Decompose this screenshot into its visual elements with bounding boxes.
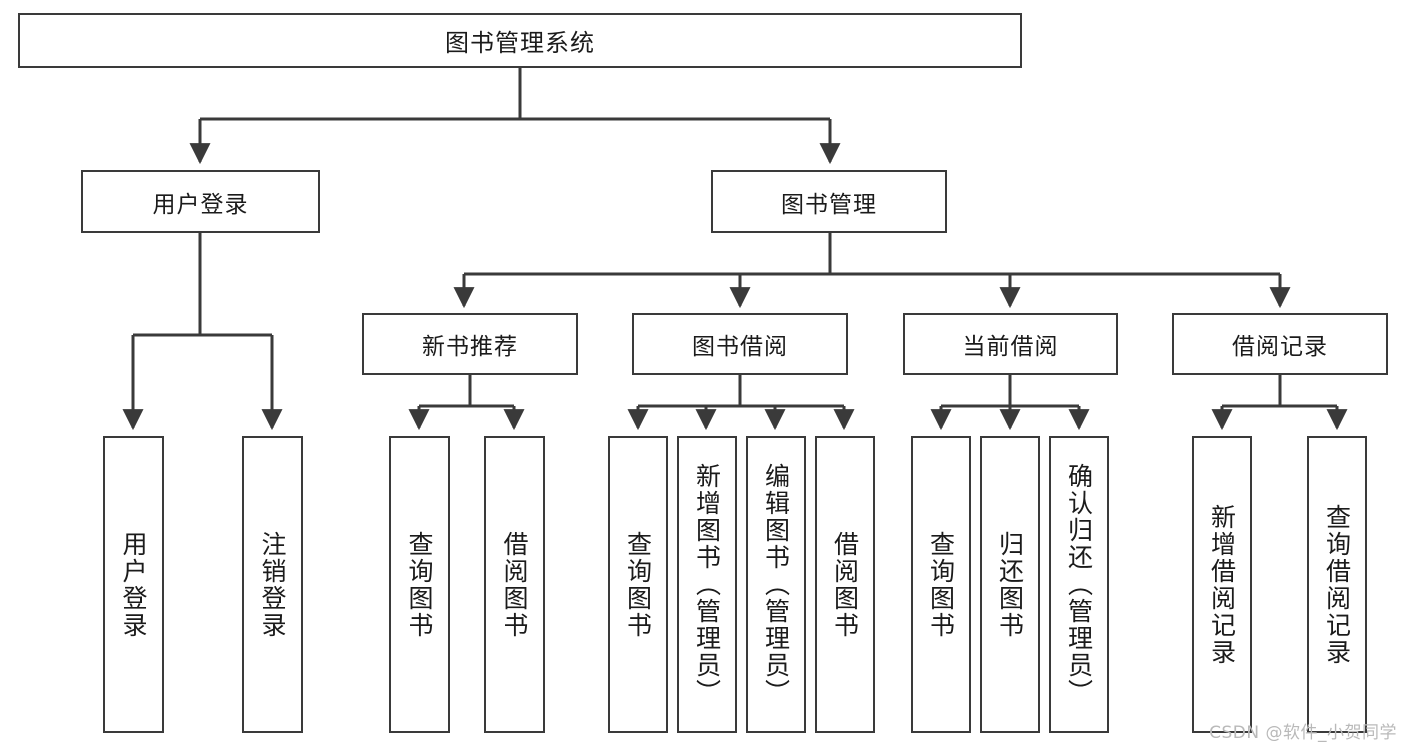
node-label: 新增图书（管理员） bbox=[692, 463, 722, 706]
node-label: 查询图书 bbox=[926, 530, 956, 639]
node-user-login[interactable]: 用户登录 bbox=[81, 170, 320, 233]
node-leaf-edit-book-admin[interactable]: 编辑图书（管理员） bbox=[746, 436, 806, 733]
node-label: 借阅图书 bbox=[500, 530, 529, 639]
node-label: 编辑图书（管理员） bbox=[761, 463, 791, 706]
node-leaf-return-book[interactable]: 归还图书 bbox=[980, 436, 1040, 733]
node-leaf-query-book-3[interactable]: 查询图书 bbox=[911, 436, 971, 733]
node-leaf-confirm-return-admin[interactable]: 确认归还（管理员） bbox=[1049, 436, 1109, 733]
node-label: 查询图书 bbox=[623, 530, 653, 639]
node-leaf-add-borrow-record[interactable]: 新增借阅记录 bbox=[1192, 436, 1252, 733]
node-leaf-query-borrow-record[interactable]: 查询借阅记录 bbox=[1307, 436, 1367, 733]
node-label: 图书管理系统 bbox=[445, 29, 595, 57]
node-label: 用户登录 bbox=[152, 191, 249, 218]
node-leaf-query-book-2[interactable]: 查询图书 bbox=[608, 436, 668, 733]
node-leaf-add-book-admin[interactable]: 新增图书（管理员） bbox=[677, 436, 737, 733]
node-label: 当前借阅 bbox=[962, 334, 1059, 360]
node-label: 新书推荐 bbox=[422, 334, 518, 360]
node-label: 注销登录 bbox=[258, 530, 287, 639]
node-book-management[interactable]: 图书管理 bbox=[711, 170, 947, 233]
node-new-book-recommend[interactable]: 新书推荐 bbox=[362, 313, 578, 375]
node-leaf-logout-login[interactable]: 注销登录 bbox=[242, 436, 303, 733]
node-current-borrow[interactable]: 当前借阅 bbox=[903, 313, 1118, 375]
node-label: 归还图书 bbox=[995, 530, 1025, 639]
node-leaf-borrow-book-1[interactable]: 借阅图书 bbox=[484, 436, 545, 733]
node-leaf-query-book-1[interactable]: 查询图书 bbox=[389, 436, 450, 733]
node-label: 用户登录 bbox=[119, 530, 148, 639]
node-book-borrow[interactable]: 图书借阅 bbox=[632, 313, 848, 375]
node-leaf-user-login[interactable]: 用户登录 bbox=[103, 436, 164, 733]
node-label: 图书管理 bbox=[781, 191, 877, 218]
watermark-text: CSDN @软件_小贺同学 bbox=[1209, 723, 1397, 743]
node-label: 新增借阅记录 bbox=[1207, 503, 1237, 666]
node-root-system[interactable]: 图书管理系统 bbox=[18, 13, 1022, 68]
node-label: 查询借阅记录 bbox=[1322, 503, 1352, 666]
node-borrow-record[interactable]: 借阅记录 bbox=[1172, 313, 1388, 375]
node-label: 借阅图书 bbox=[830, 530, 860, 639]
node-label: 图书借阅 bbox=[692, 334, 788, 360]
node-label: 查询图书 bbox=[405, 530, 434, 639]
node-leaf-borrow-book-2[interactable]: 借阅图书 bbox=[815, 436, 875, 733]
node-label: 借阅记录 bbox=[1232, 334, 1328, 360]
node-label: 确认归还（管理员） bbox=[1064, 463, 1094, 706]
